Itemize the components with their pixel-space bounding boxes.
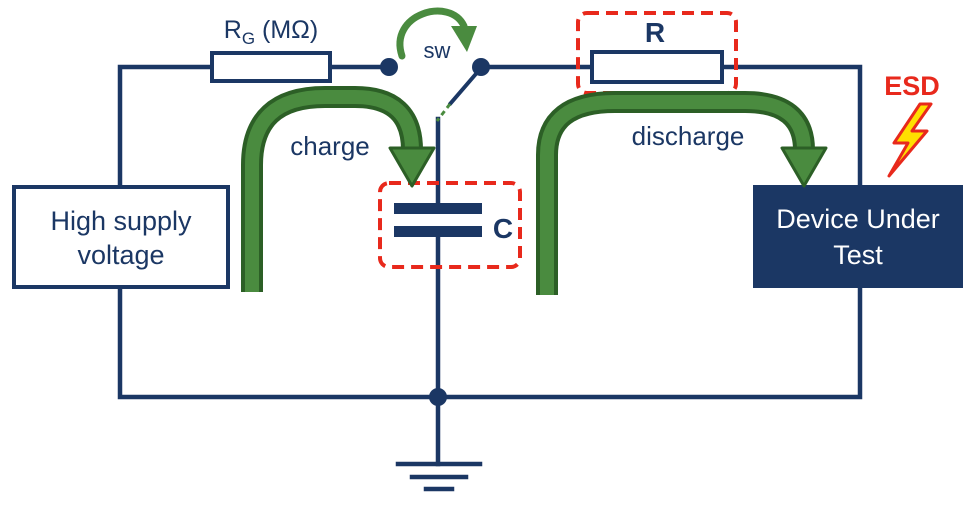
capacitor-highlight [378, 181, 522, 269]
wire-top-left-corner [117, 64, 215, 190]
capacitor: C [378, 181, 522, 269]
supply-label-line1: High supply [50, 206, 192, 236]
switch-node-right [472, 58, 490, 76]
supply-box: High supply voltage [12, 185, 230, 289]
switch-label: sw [424, 38, 451, 63]
charge-arrow-body [245, 90, 419, 292]
discharge-label: discharge [632, 121, 745, 151]
supply-label-line2: voltage [77, 240, 164, 270]
switch-node-left [380, 58, 398, 76]
lightning-bolt-icon [887, 102, 933, 178]
resistor-r-label: R [645, 17, 665, 48]
dut-label-line2: Test [833, 240, 883, 270]
charge-arrow-body-outline [241, 86, 423, 292]
switch: sw [380, 7, 490, 122]
ground-symbol [395, 461, 483, 492]
charge-arrow: charge [241, 86, 436, 292]
esd-annotation: ESD [884, 71, 940, 178]
capacitor-label: C [493, 213, 513, 244]
dut-box-fill [753, 185, 963, 288]
charge-arrow-head [388, 146, 436, 188]
charge-label: charge [290, 131, 370, 161]
switch-toggle-arc-arrow [396, 7, 468, 60]
dut-box: Device Under Test [753, 185, 963, 288]
discharge-arrow-head [780, 146, 828, 188]
resistor-rg-body [210, 51, 332, 83]
dut-label-line1: Device Under [776, 204, 940, 234]
discharge-arrow-body [540, 95, 811, 295]
wire-r-to-dut [719, 64, 863, 188]
supply-box-outline [12, 185, 230, 289]
resistor-r: R [576, 11, 738, 95]
switch-dashed-path [435, 103, 452, 122]
esd-label: ESD [884, 71, 940, 101]
discharge-arrow: discharge [536, 91, 828, 295]
capacitor-plate-bottom [394, 226, 482, 237]
resistor-rg: RG (MΩ) [210, 16, 332, 83]
bottom-junction-dot [429, 388, 447, 406]
capacitor-plate-top [394, 203, 482, 214]
resistor-rg-label: RG (MΩ) [224, 16, 318, 48]
switch-toggle-arrow-head [451, 26, 477, 52]
resistor-r-body [590, 50, 724, 84]
wire-bottom-return [117, 284, 863, 400]
circuit-wires [117, 64, 863, 467]
